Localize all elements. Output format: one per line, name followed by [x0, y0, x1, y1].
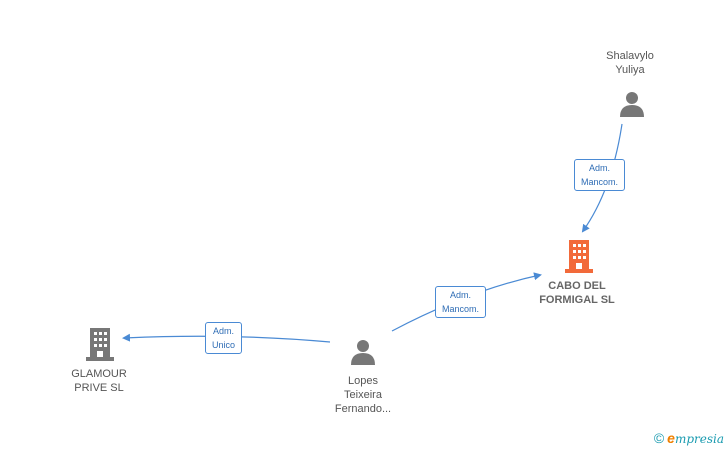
node-name-line: Shalavylo [606, 50, 654, 62]
person-icon[interactable] [349, 338, 377, 366]
node-label-cabo[interactable]: CABO DEL FORMIGAL SL [526, 279, 628, 307]
node-name-line: Teixeira [344, 389, 382, 401]
relation-type: Adm. [589, 163, 611, 173]
node-label-shalavylo[interactable]: Shalavylo Yuliya [588, 49, 672, 77]
node-name-line: CABO DEL [548, 280, 606, 292]
node-name-line: Fernando... [334, 403, 392, 415]
relation-badge-lopes-cabo[interactable]: Adm. Mancom. [435, 286, 487, 318]
relation-type: Adm. [213, 326, 235, 336]
relation-badge-lopes-glamour[interactable]: Adm. Unico [205, 322, 243, 354]
brand-logo: ©empresia [654, 430, 724, 446]
copyright-icon: © [653, 430, 665, 446]
node-name-line: Yuliya [615, 64, 645, 76]
node-name-line: FORMIGAL SL [539, 294, 615, 306]
relation-subtype: Unico [212, 340, 236, 350]
node-name-line: Lopes [348, 375, 378, 387]
node-label-lopes[interactable]: Lopes Teixeira Fernando... [318, 374, 408, 416]
building-icon-main[interactable] [564, 238, 594, 274]
person-icon[interactable] [618, 90, 646, 118]
relation-subtype: Mancom. [581, 177, 619, 187]
brand-name: mpresia [674, 432, 724, 446]
relation-type: Adm. [450, 290, 472, 300]
brand-initial: e [667, 430, 675, 446]
node-name-line: GLAMOUR [71, 368, 127, 380]
building-icon[interactable] [85, 326, 115, 362]
node-name-line: PRIVE SL [74, 382, 124, 394]
node-label-glamour[interactable]: GLAMOUR PRIVE SL [54, 367, 144, 395]
relation-badge-shalavylo-cabo[interactable]: Adm. Mancom. [574, 159, 626, 191]
relation-subtype: Mancom. [442, 304, 480, 314]
